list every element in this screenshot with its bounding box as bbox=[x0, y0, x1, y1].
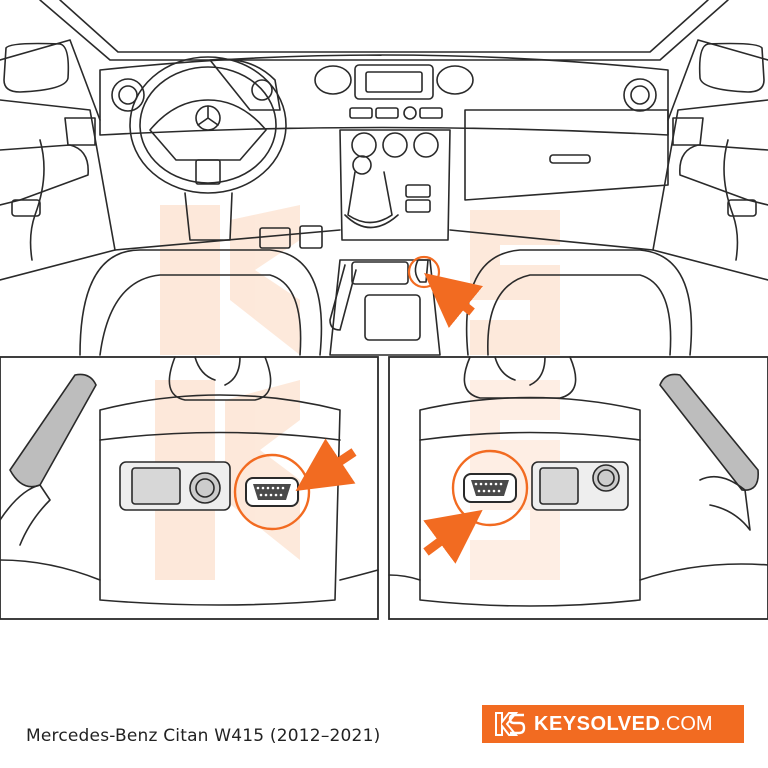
obd-port-arrow bbox=[424, 272, 483, 328]
ks-watermark bbox=[160, 205, 560, 355]
obd-connector-left bbox=[233, 453, 311, 531]
detail-view-right bbox=[388, 356, 768, 620]
brand-banner: KEYSOLVED.COM bbox=[482, 705, 744, 743]
ks-logo-icon bbox=[495, 712, 526, 736]
obd-arrow-right bbox=[423, 509, 483, 564]
detail-view-left bbox=[0, 356, 379, 620]
dashboard-overview bbox=[0, 0, 768, 356]
obd-connector-right bbox=[451, 449, 529, 527]
vehicle-model-caption: Mercedes-Benz Citan W415 (2012–2021) bbox=[26, 726, 381, 746]
obd-arrow-left bbox=[295, 438, 357, 491]
obd-port-highlight-ring bbox=[407, 255, 441, 289]
brand-name: KEYSOLVED bbox=[534, 712, 661, 735]
brand-domain-suffix: .COM bbox=[660, 712, 713, 735]
